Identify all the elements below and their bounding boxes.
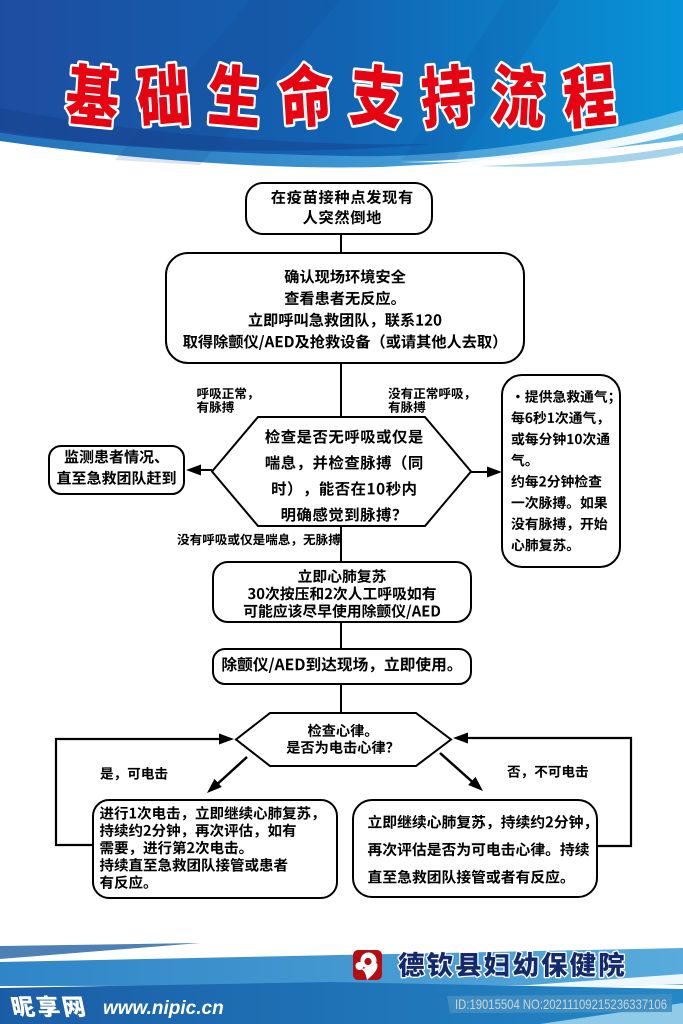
svg-text:www.nipic.cn: www.nipic.cn (103, 998, 224, 1019)
svg-text:ID:19015504 NO:202111092152363: ID:19015504 NO:20211109215236337106 (455, 996, 667, 1012)
